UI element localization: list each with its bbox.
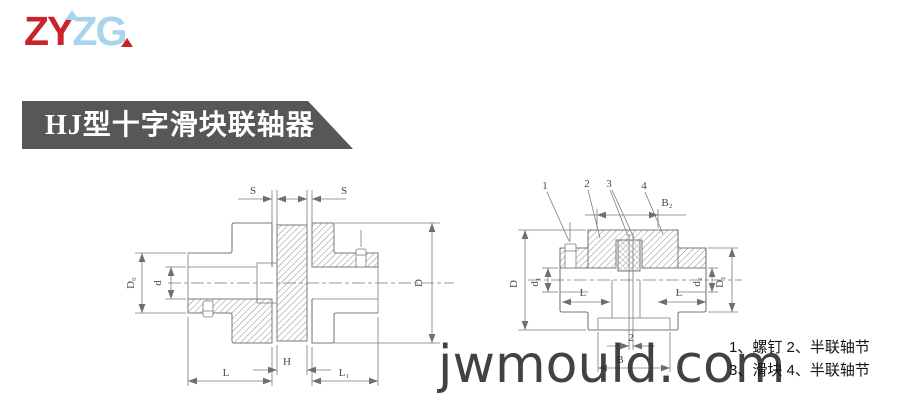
set-screw	[202, 300, 214, 318]
left-drawing-labels: S S D₀ d D L H L₁	[125, 185, 425, 379]
dim-label-L: L	[223, 367, 230, 379]
logo-text-zg: ZG	[72, 8, 127, 54]
section-banner: HJ型十字滑块联轴器	[22, 101, 353, 149]
dim-label-L-right: L	[676, 287, 683, 299]
dim-label-s-left: S	[250, 185, 256, 197]
dim-label-d1: d₁	[529, 277, 541, 287]
page-title: HJ型十字滑块联轴器	[45, 110, 315, 141]
right-coupling-drawing: 1 2 3 4 B₂ D d₁ L L d₂ D₁ 2 B	[508, 178, 742, 372]
left-coupling-drawing: S S D₀ d D L H L₁	[125, 185, 454, 386]
dim-label-s-right: S	[341, 185, 347, 197]
right-drawing-geometry	[518, 189, 742, 372]
dim-label-D: D	[413, 279, 425, 287]
part-number-3: 3	[606, 178, 612, 190]
dim-label-D: D	[508, 280, 520, 288]
right-drawing-labels: 1 2 3 4 B₂ D d₁ L L d₂ D₁ 2 B	[508, 178, 726, 366]
dim-label-d2: d₂	[691, 277, 703, 287]
dim-label-L1: L₁	[339, 367, 350, 379]
logo-triangle-red-icon	[121, 38, 133, 47]
set-screw	[355, 230, 367, 268]
dim-label-B: B	[616, 354, 623, 366]
set-screw	[564, 222, 577, 269]
parts-legend: 1、螺钉 2、半联轴节 3、滑块 4、半联轴节	[729, 336, 870, 382]
brand-logo: ZYZG	[24, 8, 133, 56]
dim-label-d0: D₀	[125, 277, 137, 289]
dim-label-L-left: L	[580, 287, 587, 299]
part-number-1: 1	[542, 180, 548, 192]
logo-triangle-blue-icon	[65, 10, 79, 20]
part-number-2: 2	[584, 178, 590, 190]
dim-label-d: d	[152, 280, 164, 286]
dim-label-D1: D₁	[714, 276, 726, 288]
left-drawing-geometry	[135, 190, 454, 386]
dim-label-gap-2: 2	[628, 332, 634, 344]
parts-legend-line1: 1、螺钉 2、半联轴节	[729, 339, 870, 356]
dim-label-B2: B₂	[661, 197, 672, 209]
dim-label-H: H	[283, 356, 291, 368]
parts-legend-line2: 3、滑块 4、半联轴节	[729, 362, 870, 379]
part-number-4: 4	[641, 180, 647, 192]
